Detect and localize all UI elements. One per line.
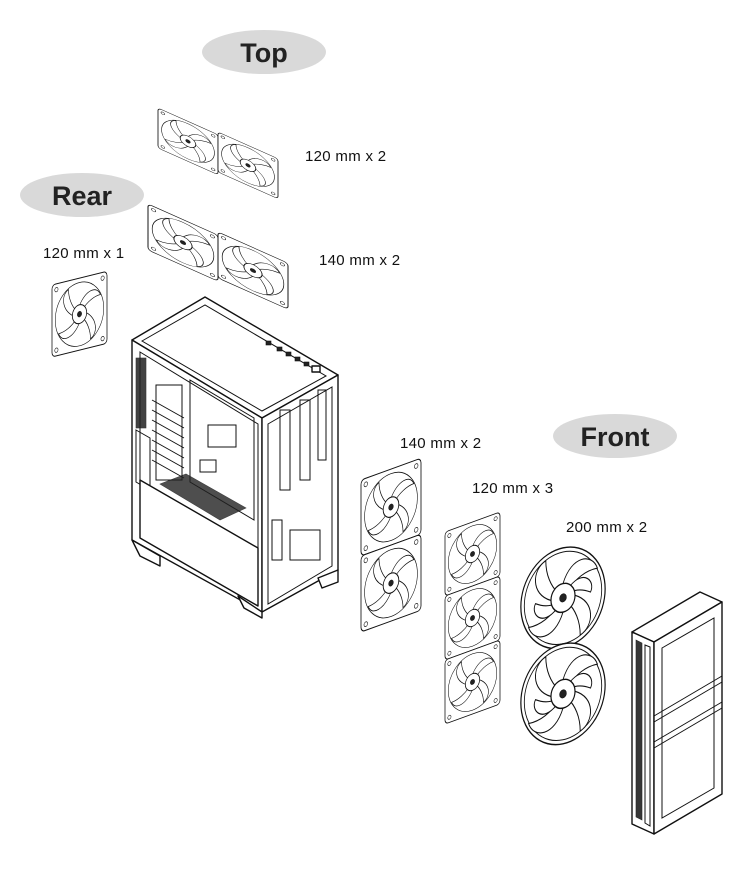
- front-fan-200-spec: 200 mm x 2: [566, 519, 647, 536]
- top-fan-120-pair: [157, 107, 279, 200]
- psu-vent: [159, 473, 247, 521]
- top-badge: Top: [202, 30, 326, 74]
- rear-badge: Rear: [20, 173, 144, 217]
- rear-fan-120-spec: 120 mm x 1: [43, 245, 124, 262]
- top-fan-120-spec: 120 mm x 2: [305, 148, 386, 165]
- front-badge: Front: [553, 414, 677, 458]
- top-label: Top: [240, 38, 287, 68]
- rear-label: Rear: [52, 181, 113, 211]
- expansion-slots: [151, 384, 185, 481]
- front-fan-140-spec: 140 mm x 2: [400, 435, 481, 452]
- pc-case: [131, 296, 339, 619]
- front-panel-vent: [635, 639, 651, 827]
- rear-fan-120: [51, 270, 108, 358]
- front-fan-140-pair: [360, 457, 422, 633]
- front-label: Front: [581, 422, 650, 452]
- front-io-ports: [265, 340, 321, 373]
- front-fan-200-pair: [520, 538, 606, 754]
- top-fan-140-pair: [147, 203, 289, 310]
- front-fan-120-trio: [444, 511, 501, 725]
- top-fan-140-spec: 140 mm x 2: [319, 252, 400, 269]
- front-panel: [631, 591, 723, 835]
- front-fan-120-spec: 120 mm x 3: [472, 480, 553, 497]
